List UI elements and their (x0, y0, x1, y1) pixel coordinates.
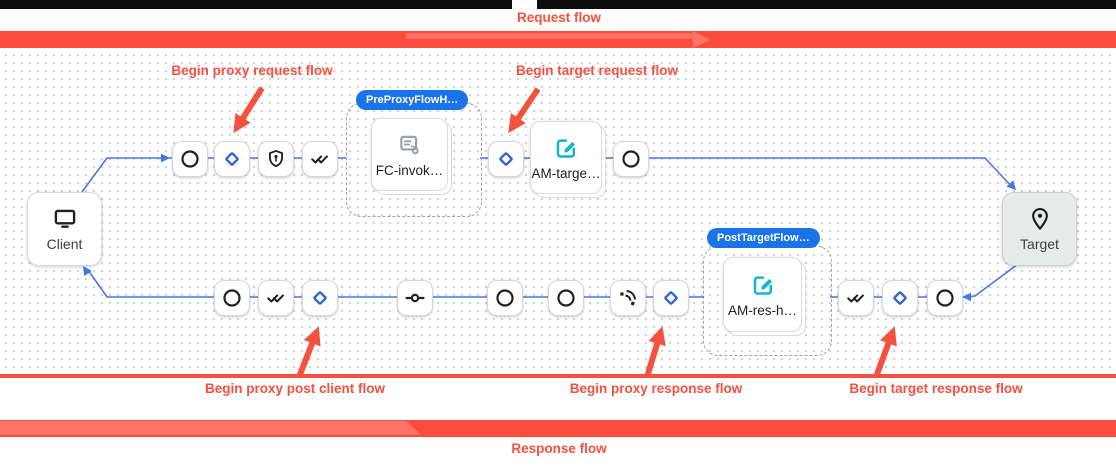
response-step-circle-1[interactable] (487, 280, 523, 316)
condition-diamond-icon (221, 148, 243, 170)
circle-icon (934, 287, 956, 309)
flow-callout-policy-card[interactable]: FC-invok… (371, 118, 448, 191)
request-flow-red-bar (0, 31, 1116, 48)
top-black-bar-notch (512, 0, 537, 9)
circle-icon (620, 148, 642, 170)
double-check-icon (845, 287, 867, 309)
request-step-security[interactable] (258, 141, 294, 177)
request-step-start[interactable] (172, 141, 208, 177)
circle-icon (221, 287, 243, 309)
monitor-icon (52, 206, 78, 232)
annotation-proxy-response-label: Begin proxy response flow (569, 381, 743, 396)
post-target-flow-hook-badge[interactable]: PostTargetFlow… (707, 228, 820, 248)
canvas-bottom-border (0, 374, 1116, 378)
condition-diamond-icon (309, 287, 331, 309)
annotation-target-request-label: Begin target request flow (515, 63, 679, 78)
flow-callout-policy-label: FC-invok… (375, 162, 444, 178)
double-check-icon (309, 148, 331, 170)
condition-diamond-icon (660, 287, 682, 309)
response-flow-banner-label: Response flow (511, 441, 607, 456)
flow-editor-canvas[interactable] (0, 48, 1116, 374)
response-step-circle-2[interactable] (548, 280, 584, 316)
response-step-start[interactable] (927, 280, 963, 316)
annotation-proxy-post-client-label: Begin proxy post client flow (204, 381, 386, 396)
response-step-connect[interactable] (610, 280, 646, 316)
response-step-target-checks[interactable] (838, 280, 874, 316)
edit-square-icon (553, 135, 579, 161)
top-black-bar (0, 0, 1116, 9)
annotation-proxy-request-label: Begin proxy request flow (171, 63, 333, 78)
connect-icon (617, 287, 639, 309)
response-step-end[interactable] (214, 280, 250, 316)
location-pin-icon (1027, 206, 1053, 232)
response-step-commit[interactable] (397, 280, 433, 316)
assign-message-target-policy-card[interactable]: AM-targe… (530, 121, 602, 194)
circle-icon (494, 287, 516, 309)
request-step-target-flow-start[interactable] (488, 141, 524, 177)
request-step-end[interactable] (613, 141, 649, 177)
request-step-proxy-flow-start[interactable] (214, 141, 250, 177)
response-step-checks[interactable] (258, 280, 294, 316)
target-node-label: Target (1020, 236, 1059, 252)
response-step-post-client-start[interactable] (302, 280, 338, 316)
flow-callout-icon (397, 132, 423, 158)
response-step-proxy-response-start[interactable] (653, 280, 689, 316)
commit-node-icon (404, 287, 426, 309)
assign-message-target-policy-label: AM-targe… (531, 165, 601, 181)
circle-icon (555, 287, 577, 309)
assign-message-response-policy-card[interactable]: AM-res-h… (723, 257, 802, 332)
condition-diamond-icon (889, 287, 911, 309)
response-step-target-response-start[interactable] (882, 280, 918, 316)
target-node[interactable]: Target (1002, 192, 1077, 266)
request-flow-banner-label: Request flow (516, 10, 602, 25)
client-node[interactable]: Client (27, 192, 102, 266)
assign-message-response-policy-label: AM-res-h… (727, 302, 797, 318)
response-flow-direction-arrow-icon (0, 421, 421, 435)
circle-icon (179, 148, 201, 170)
shield-icon (265, 148, 287, 170)
pre-proxy-flow-hook-badge[interactable]: PreProxyFlowH… (356, 90, 469, 110)
condition-diamond-icon (495, 148, 517, 170)
edit-square-icon (750, 272, 776, 298)
client-node-label: Client (46, 236, 83, 252)
double-check-icon (265, 287, 287, 309)
annotation-target-response-label: Begin target response flow (849, 381, 1023, 396)
request-step-checks[interactable] (302, 141, 338, 177)
